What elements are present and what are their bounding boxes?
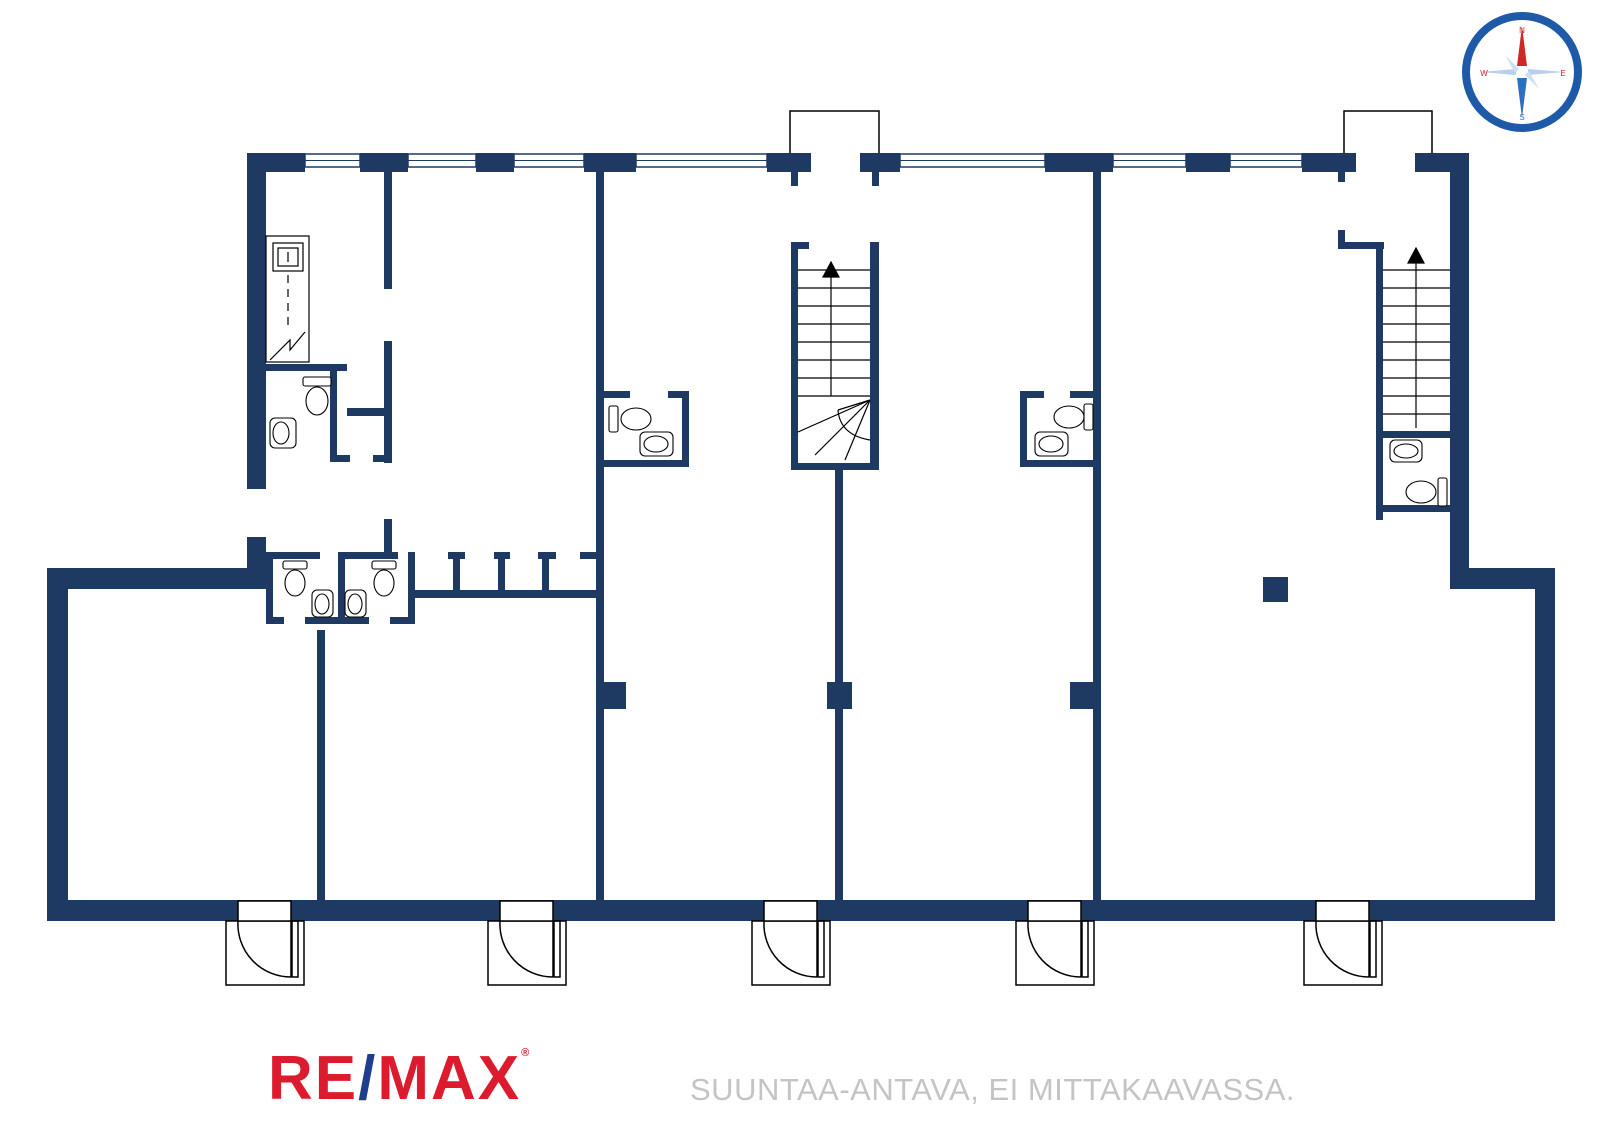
toilet-icon bbox=[302, 376, 332, 416]
entrance-door-1 bbox=[225, 900, 305, 986]
remax-logo: RE/MAX® bbox=[268, 1043, 531, 1114]
sink-icon bbox=[639, 431, 674, 457]
compass-w-label: W bbox=[1480, 69, 1488, 78]
entrance-door-3 bbox=[751, 900, 831, 986]
sink-icon bbox=[1034, 431, 1069, 457]
entrance-door-5 bbox=[1303, 900, 1383, 986]
toilet-icon bbox=[1053, 403, 1094, 431]
sanitary-fixtures bbox=[269, 376, 1448, 618]
entrance-door-2 bbox=[487, 900, 567, 986]
sink-icon bbox=[344, 589, 367, 618]
staircase-2 bbox=[1383, 246, 1450, 428]
toilet-icon bbox=[1405, 477, 1448, 507]
sink-icon bbox=[269, 417, 297, 449]
compass-n-label: N bbox=[1519, 26, 1525, 35]
compass-s-label: S bbox=[1519, 113, 1524, 122]
staircase-1 bbox=[797, 260, 871, 461]
disclaimer-text: SUUNTAA-ANTAVA, EI MITTAKAAVASSA. bbox=[690, 1072, 1296, 1107]
logo-registered: ® bbox=[521, 1047, 532, 1059]
toilet-icon bbox=[608, 405, 652, 433]
shower-icon bbox=[265, 235, 310, 363]
entrance-door-4 bbox=[1015, 900, 1095, 986]
compass-e-label: E bbox=[1560, 69, 1565, 78]
sink-icon bbox=[1389, 439, 1423, 463]
sink-icon bbox=[311, 589, 334, 618]
logo-slash: / bbox=[358, 1044, 378, 1113]
logo-re: RE bbox=[268, 1044, 359, 1113]
toilet-icon bbox=[371, 560, 397, 597]
compass-icon: N S W E bbox=[1462, 12, 1582, 132]
porch-outlines bbox=[789, 110, 1433, 155]
logo-max: MAX bbox=[377, 1044, 522, 1113]
entrance-doors bbox=[225, 900, 1383, 986]
toilet-icon bbox=[282, 560, 308, 597]
